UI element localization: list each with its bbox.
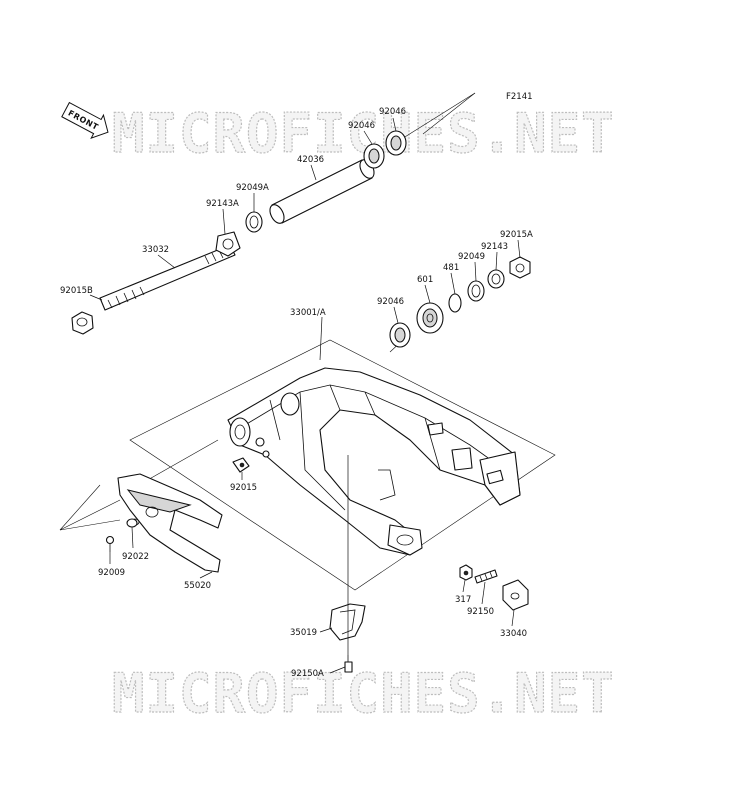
slider-35019-part[interactable] — [329, 603, 366, 641]
watermark-top: MICROFICHES.NET — [112, 102, 615, 165]
swingarm-part[interactable] — [227, 367, 521, 556]
label-92150: 92150 — [467, 607, 494, 617]
bearing-601-part[interactable] — [416, 302, 444, 334]
label-92143: 92143 — [481, 242, 508, 252]
label-92049: 92049 — [458, 252, 485, 262]
label-33001A: 33001/A — [290, 308, 326, 318]
collar-92143-part[interactable] — [487, 269, 505, 289]
label-92015: 92015 — [230, 483, 257, 493]
label-92015B: 92015B — [60, 286, 93, 296]
chain-guard-55020-part[interactable] — [117, 473, 223, 573]
label-481: 481 — [443, 263, 459, 273]
part-labels: 92046 92046 42036 92049A 92143A 33032 92… — [60, 107, 533, 679]
pivot-shaft-part[interactable] — [99, 244, 236, 311]
label-42036: 42036 — [297, 155, 324, 165]
label-33032: 33032 — [142, 245, 169, 255]
bolt-92150-part[interactable] — [474, 569, 498, 584]
label-35019: 35019 — [290, 628, 317, 638]
label-92143A: 92143A — [206, 199, 239, 209]
label-92150A: 92150A — [291, 669, 324, 679]
label-92046-top2: 92046 — [348, 121, 375, 131]
label-92049A: 92049A — [236, 183, 269, 193]
seal-92049-part[interactable] — [467, 280, 485, 302]
watermark-bottom: MICROFICHES.NET — [112, 662, 615, 725]
collar-92143A-part[interactable] — [215, 231, 241, 257]
seal-92049A-part[interactable] — [245, 211, 263, 233]
label-601: 601 — [417, 275, 433, 285]
nut-92015A-part[interactable] — [509, 256, 531, 279]
reference-lines — [59, 92, 556, 591]
nut-92015B-part[interactable] — [71, 311, 94, 335]
label-92009: 92009 — [98, 568, 125, 578]
front-arrow-icon: FRONT — [61, 101, 109, 139]
label-92046-mid: 92046 — [377, 297, 404, 307]
label-92015A: 92015A — [500, 230, 533, 240]
label-55020: 55020 — [184, 581, 211, 591]
bearing-92046-top-part[interactable] — [363, 130, 407, 169]
leader-lines — [89, 117, 521, 674]
block-33040-part[interactable] — [502, 579, 529, 611]
ring-481-part[interactable] — [448, 293, 462, 313]
figure-code: F2141 — [506, 92, 533, 102]
collar-92022-part[interactable] — [126, 518, 138, 528]
nut-317-part[interactable] — [459, 564, 473, 581]
sleeve-42036-part[interactable] — [267, 157, 377, 225]
label-317: 317 — [455, 595, 471, 605]
label-33040: 33040 — [500, 629, 527, 639]
bearing-92046-mid-part[interactable] — [389, 322, 411, 348]
bolt-92015-part[interactable] — [232, 457, 250, 473]
bolt-92009-part[interactable] — [105, 535, 115, 553]
label-92022: 92022 — [122, 552, 149, 562]
bolt-92150A-part[interactable] — [344, 655, 353, 673]
label-92046-top: 92046 — [379, 107, 406, 117]
